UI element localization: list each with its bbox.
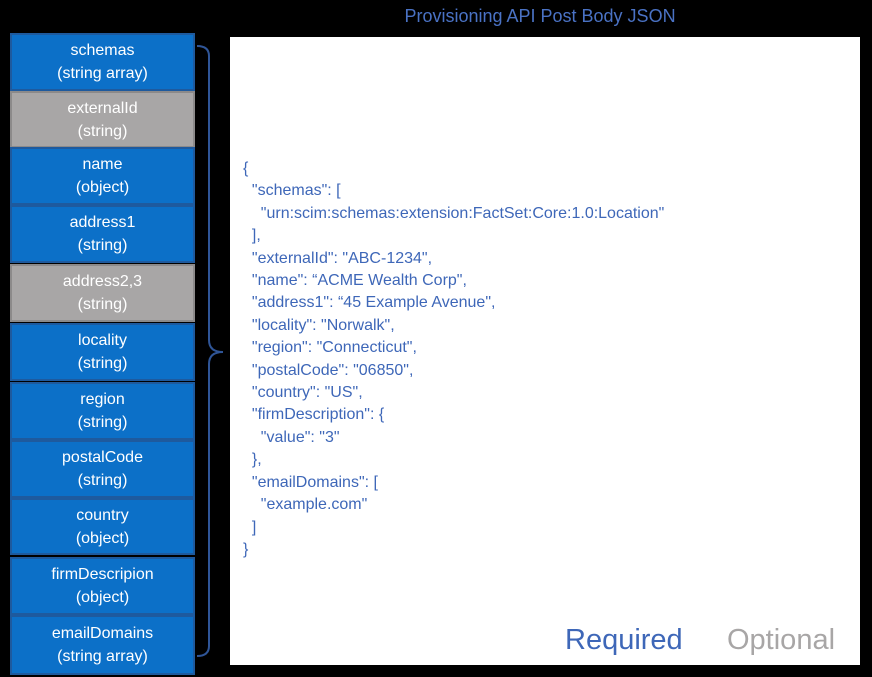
field-type: (string) xyxy=(77,296,128,313)
json-line: ] xyxy=(243,518,257,536)
field-type: (string) xyxy=(77,122,128,140)
json-line: }, xyxy=(243,451,262,469)
legend-required: Required xyxy=(565,624,683,656)
field-name: firmDescripion xyxy=(51,566,154,583)
json-line: "emailDomains": [ xyxy=(243,473,378,491)
field-type: (string) xyxy=(77,237,128,254)
json-line: } xyxy=(243,540,249,558)
field-type: (string array) xyxy=(57,648,148,665)
json-line: "firmDescription": { xyxy=(243,406,385,424)
field-type: (string array) xyxy=(57,65,148,82)
field-name: locality xyxy=(78,332,127,349)
json-body-panel: { "schemas": [ "urn:scim:schemas:extensi… xyxy=(230,37,860,665)
json-line: "externalId": "ABC-1234", xyxy=(243,249,433,267)
field-name: schemas xyxy=(70,42,135,59)
json-line: "value": "3" xyxy=(243,428,340,446)
field-address1: address1 (string) xyxy=(10,205,195,263)
field-locality: locality (string) xyxy=(10,323,195,381)
json-line: "example.com" xyxy=(243,496,368,514)
legend-optional: Optional xyxy=(727,624,836,656)
field-name: address1 xyxy=(69,214,136,231)
field-externalid: externalId (string) xyxy=(10,91,195,148)
grouping-brace xyxy=(196,45,224,657)
field-firmdescription: firmDescripion (object) xyxy=(10,557,195,615)
field-region: region (string) xyxy=(10,382,195,440)
field-postalcode: postalCode (string) xyxy=(10,440,195,498)
json-line: "address1": “45 Example Avenue", xyxy=(243,294,496,312)
field-type: (string) xyxy=(77,355,128,372)
json-line: "postalCode": "06850", xyxy=(243,361,414,379)
field-name: address2,3 xyxy=(62,273,143,290)
field-name: emailDomains xyxy=(51,625,154,642)
json-line: "locality": "Norwalk", xyxy=(243,316,395,334)
json-line: { xyxy=(243,160,249,177)
field-type: (string) xyxy=(77,472,128,489)
json-line: "urn:scim:schemas:extension:FactSet:Core… xyxy=(243,204,665,222)
field-name: region xyxy=(80,391,125,408)
field-emaildomains: emailDomains (string array) xyxy=(10,615,195,675)
json-line: "name": “ACME Wealth Corp", xyxy=(243,272,467,290)
json-line: ], xyxy=(243,227,261,245)
json-line: "region": "Connecticut", xyxy=(243,339,417,357)
field-type: (object) xyxy=(75,529,130,547)
field-name: name (object) xyxy=(10,147,195,205)
json-line: "country": "US", xyxy=(243,384,363,402)
field-address2-3: address2,3 (string) xyxy=(10,264,195,322)
field-name: postalCode xyxy=(62,449,143,466)
field-type: (object) xyxy=(75,179,130,196)
field-country: country (object) xyxy=(10,498,195,555)
json-line: "schemas": [ xyxy=(243,182,341,200)
field-name: externalId xyxy=(67,99,138,117)
field-type: (object) xyxy=(75,589,130,606)
field-schemas: schemas (string array) xyxy=(10,33,195,91)
diagram-title: Provisioning API Post Body JSON xyxy=(404,6,676,26)
json-code-block: { "schemas": [ "urn:scim:schemas:extensi… xyxy=(243,158,664,561)
field-name: name xyxy=(82,156,123,173)
field-name: country xyxy=(76,506,129,524)
field-type: (string) xyxy=(77,414,128,431)
